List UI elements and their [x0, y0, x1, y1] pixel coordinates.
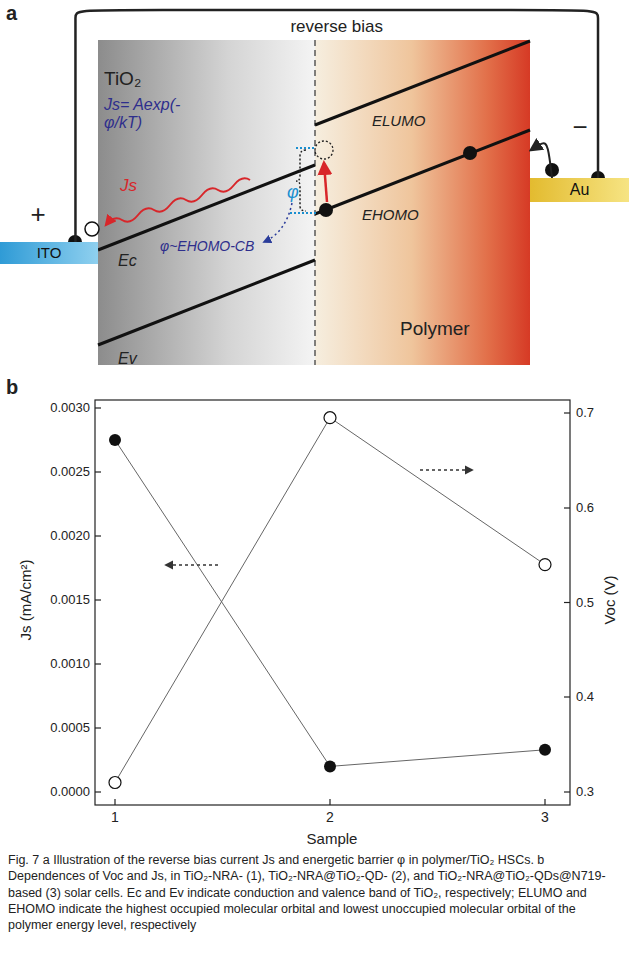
js-point	[324, 760, 336, 772]
chart-label: 0.4	[576, 690, 594, 705]
dotted-circle	[315, 141, 333, 159]
chart-label: 0.0005	[50, 721, 90, 736]
js-point	[109, 434, 121, 446]
chart-label: 2	[326, 809, 334, 825]
chart-label: 0.0020	[50, 529, 90, 544]
node-text: Ec	[118, 252, 137, 270]
tio2-band: TiO₂ Js= Aexp(-φ/kT) Js φ φ~EHOMO-CB EcEv	[98, 40, 315, 365]
node-text: ITO	[37, 244, 62, 261]
figure-caption: Fig. 7 a Illustration of the reverse bia…	[8, 852, 621, 933]
chart-label: +	[30, 200, 45, 230]
chart-label: 3	[541, 809, 549, 825]
hole-dot	[463, 146, 477, 160]
chart-label: 0.0030	[50, 401, 90, 416]
chart-label: Voc (V)	[601, 575, 618, 624]
band-diagram	[68, 40, 605, 365]
chart-label: Js (mA/cm²)	[17, 560, 34, 641]
tio2-band	[98, 40, 315, 365]
chart-label: 0.0025	[50, 465, 90, 480]
polymer-band: ELUMO EHOMO Polymer	[315, 40, 530, 365]
chart-label: 0.3	[576, 785, 594, 800]
polymer-band	[315, 40, 530, 365]
node-text: Polymer	[400, 318, 470, 340]
voc-point	[539, 559, 551, 571]
chart-label: 0.0000	[50, 785, 90, 800]
chart-label: Sample	[307, 830, 358, 847]
injection-arrow	[531, 143, 552, 178]
au-electrode: Au	[530, 178, 629, 202]
chart-label: 0.5	[576, 595, 594, 610]
hole-dot	[319, 203, 333, 217]
axis-pointer	[166, 564, 218, 565]
plot-frame	[95, 400, 570, 805]
axis-ticks	[95, 408, 570, 805]
voc-point	[324, 412, 336, 424]
node-text: TiO₂	[104, 68, 141, 90]
valence-band	[98, 260, 315, 345]
homo-level	[315, 130, 530, 214]
panel-letter: a	[6, 2, 17, 25]
node-text: φ	[287, 182, 299, 203]
chart-label: −	[572, 113, 587, 143]
node-text: Js= Aexp(-φ/kT)	[104, 96, 216, 133]
node-text: EHOMO	[362, 206, 419, 223]
chart-label: 1	[111, 809, 119, 825]
js-series-line	[115, 440, 545, 766]
interface-line	[314, 40, 315, 365]
panel-letter: b	[6, 376, 18, 399]
barrier-top	[296, 147, 314, 149]
voc-series-line	[115, 418, 545, 783]
barrier-pointer	[264, 203, 292, 242]
node-text: φ~EHOMO-CB	[160, 238, 254, 254]
node-text: Au	[570, 181, 590, 199]
voc-point	[109, 777, 121, 789]
axis-pointer	[420, 469, 472, 470]
barrier-bottom	[290, 212, 318, 214]
node-text: Js	[120, 176, 137, 196]
node-text: ELUMO	[372, 112, 425, 129]
chart-label: 0.0010	[50, 657, 90, 672]
node-text: Ev	[118, 350, 137, 368]
excitation-arrow	[324, 163, 327, 202]
chart	[95, 400, 570, 805]
ito-electrode: ITO	[0, 242, 98, 264]
chart-label: 0.6	[576, 501, 594, 516]
open-circle	[85, 222, 99, 236]
chart-label: 0.7	[576, 406, 594, 421]
conduction-band	[98, 165, 315, 250]
chart-label: 0.0015	[50, 593, 90, 608]
js-point	[539, 744, 551, 756]
edge-label: reverse bias	[286, 17, 387, 37]
bias-wire	[75, 10, 598, 242]
